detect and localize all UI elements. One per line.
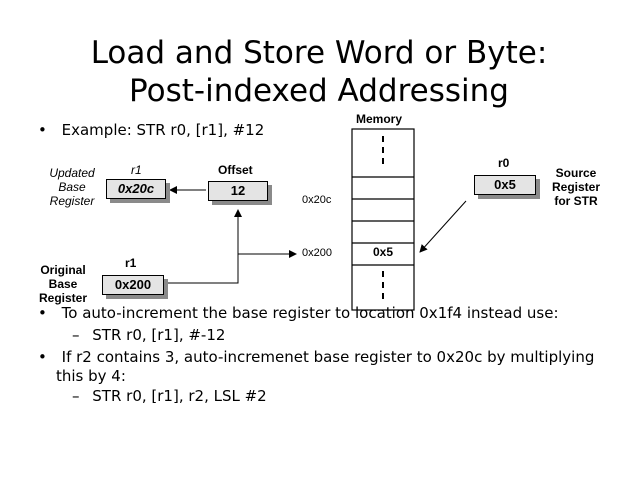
arrow-to-memory-cell [419, 200, 467, 253]
original-base-line-2: Base [48, 277, 78, 291]
bullet-marker: • [38, 121, 47, 139]
memory-label: Memory [356, 112, 403, 126]
sub-bullet-r2: – STR r0, [r1], r2, LSL #2 [72, 387, 267, 405]
bullet-example: • Example: STR r0, [r1], #12 [38, 121, 264, 139]
bullet-auto-increment-text: To auto-increment the base register to l… [61, 304, 559, 322]
updated-base-line-1: Updated [49, 166, 95, 180]
bullet-marker: • [38, 304, 47, 322]
original-base-line-3: Register [38, 291, 88, 305]
updated-base-line-2: Base [58, 180, 86, 194]
bullet-marker: • [38, 348, 47, 366]
title-line-2: Post-indexed Addressing [129, 73, 509, 109]
bullet-r2-continuation: this by 4: [56, 367, 126, 385]
source-r0-register: 0x5 [474, 175, 536, 195]
page-title: Load and Store Word or Byte: Post-indexe… [0, 34, 638, 110]
sub-bullet-auto-increment: – STR r0, [r1], #-12 [72, 326, 225, 344]
arrow-to-offset [166, 209, 242, 284]
memory-cell-value: 0x5 [372, 245, 394, 259]
source-line-2: Register [551, 180, 601, 194]
source-register-label: Source Register for STR [544, 166, 608, 208]
memory-column [351, 128, 415, 311]
address-200: 0x200 [302, 247, 332, 259]
source-r0-name: r0 [498, 156, 510, 170]
original-r1-name: r1 [125, 256, 137, 270]
updated-base-line-3: Register [49, 194, 95, 208]
sub-bullet-auto-increment-text: STR r0, [r1], #-12 [92, 326, 226, 344]
offset-register: 12 [208, 181, 268, 201]
original-base-line-1: Original [40, 263, 86, 277]
dash-marker: – [72, 326, 80, 344]
source-line-3: for STR [554, 194, 598, 208]
dash-marker: – [72, 387, 80, 405]
updated-r1-name: r1 [131, 163, 142, 177]
bullet-r2-text-line-1: If r2 contains 3, auto-incremenet base r… [61, 348, 595, 366]
offset-label: Offset [218, 163, 253, 177]
title-line-1: Load and Store Word or Byte: [90, 35, 548, 71]
address-20c: 0x20c [302, 194, 332, 206]
bullet-r2: • If r2 contains 3, auto-incremenet base… [38, 348, 594, 366]
original-base-register-label: Original Base Register [34, 263, 92, 305]
source-line-1: Source [555, 166, 597, 180]
bullet-auto-increment: • To auto-increment the base register to… [38, 304, 559, 322]
original-r1-register: 0x200 [102, 275, 164, 295]
updated-base-register-label: Updated Base Register [42, 166, 102, 208]
updated-r1-register: 0x20c [106, 179, 166, 199]
bullet-example-text: Example: STR r0, [r1], #12 [61, 121, 265, 139]
sub-bullet-r2-text: STR r0, [r1], r2, LSL #2 [92, 387, 267, 405]
